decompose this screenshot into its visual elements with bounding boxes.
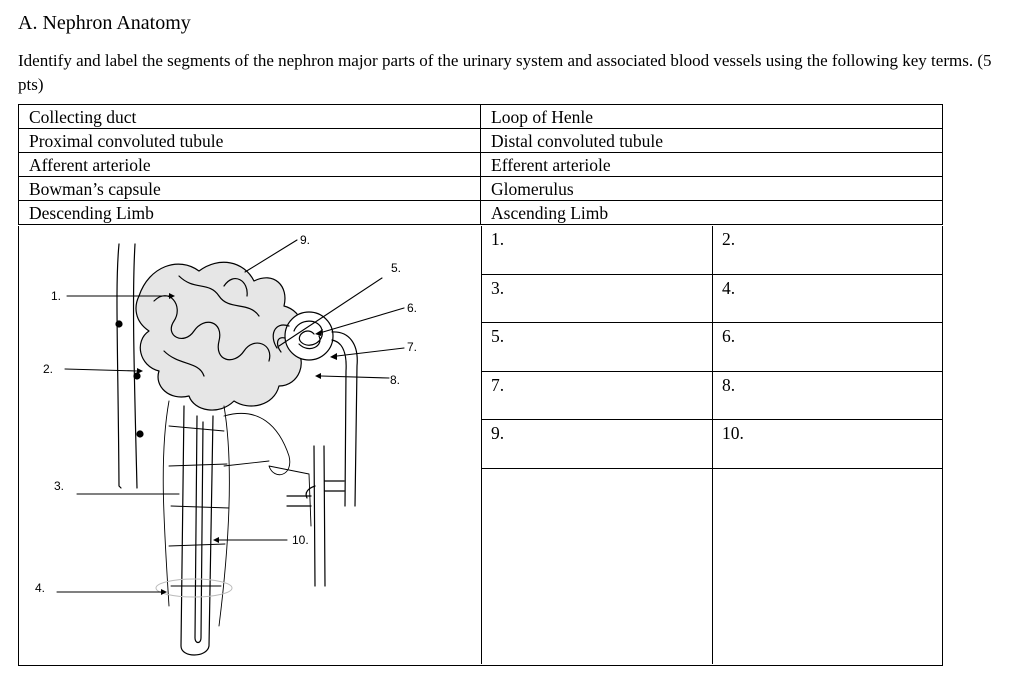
key-term: Distal convoluted tubule: [480, 128, 943, 153]
bowmans-capsule-shape: [284, 311, 334, 361]
figure-label-2: 2.: [43, 362, 53, 376]
duct-knob: [115, 320, 123, 328]
vessel-shape: [305, 445, 345, 587]
key-term: Bowman’s capsule: [18, 176, 481, 201]
efferent-arteriole-shape: [272, 324, 290, 353]
key-terms-row: Proximal convoluted tubule Distal convol…: [18, 128, 943, 153]
vessel-shape: [286, 495, 312, 507]
answer-cell[interactable]: 4.: [712, 274, 943, 323]
key-terms-row: Descending Limb Ascending Limb: [18, 200, 943, 225]
capillary-network-shape: [162, 400, 312, 627]
figure-label-9: 9.: [300, 233, 310, 247]
answer-cell[interactable]: 5.: [482, 322, 713, 372]
instructions-text: Identify and label the segments of the n…: [18, 51, 992, 94]
figure-label-10: 10.: [292, 533, 309, 547]
answer-cell[interactable]: 9.: [482, 419, 713, 469]
answer-row: 9. 10.: [482, 419, 943, 469]
collecting-duct-shape: [116, 243, 138, 489]
answer-table: 1. 2. 3. 4. 5. 6. 7. 8. 9. 10.: [482, 226, 943, 469]
answer-row: 5. 6.: [482, 322, 943, 372]
nephron-diagram: 1. 2. 3. 4. 5. 6. 7. 8. 9. 10.: [35, 233, 417, 656]
duct-knob: [136, 430, 144, 438]
loop-of-henle-shape: [180, 405, 214, 656]
key-term: Proximal convoluted tubule: [18, 128, 481, 153]
key-term: Loop of Henle: [480, 104, 943, 129]
key-terms-row: Bowman’s capsule Glomerulus: [18, 176, 943, 201]
figure-label-6: 6.: [407, 301, 417, 315]
answer-row: 1. 2.: [482, 226, 943, 275]
highlight-ellipse: [155, 578, 233, 598]
answer-row: 7. 8.: [482, 371, 943, 420]
figure-label-5: 5.: [391, 261, 401, 275]
key-term: Ascending Limb: [480, 200, 943, 225]
column-divider: [481, 226, 482, 664]
key-terms-row: Collecting duct Loop of Henle: [18, 104, 943, 129]
figure-label-7: 7.: [407, 340, 417, 354]
leader-lines: [56, 239, 405, 593]
section-heading: A. Nephron Anatomy: [18, 12, 191, 34]
answer-cell[interactable]: 10.: [712, 419, 943, 469]
answer-cell[interactable]: 2.: [712, 226, 943, 275]
key-term: Afferent arteriole: [18, 152, 481, 177]
answer-cell[interactable]: 1.: [482, 226, 713, 275]
key-terms-row: Afferent arteriole Efferent arteriole: [18, 152, 943, 177]
key-term: Efferent arteriole: [480, 152, 943, 177]
key-term: Descending Limb: [18, 200, 481, 225]
leader-arrowheads: [137, 293, 337, 595]
key-terms-table: Collecting duct Loop of Henle Proximal c…: [18, 104, 943, 225]
diagram-answer-area: 1. 2. 3. 4. 5. 6. 7. 8. 9. 10.: [18, 226, 943, 666]
answer-cell[interactable]: 3.: [482, 274, 713, 323]
figure-label-8: 8.: [390, 373, 400, 387]
key-term: Collecting duct: [18, 104, 481, 129]
key-term: Glomerulus: [480, 176, 943, 201]
afferent-arteriole-shape: [331, 331, 358, 507]
answer-row: 3. 4.: [482, 274, 943, 323]
glomerulus-shape: [293, 320, 323, 350]
figure-label-1: 1.: [51, 289, 61, 303]
answer-cell[interactable]: 8.: [712, 371, 943, 420]
answer-cell[interactable]: 7.: [482, 371, 713, 420]
figure-label-4: 4.: [35, 581, 45, 595]
answer-cell[interactable]: 6.: [712, 322, 943, 372]
figure-label-3: 3.: [54, 479, 64, 493]
